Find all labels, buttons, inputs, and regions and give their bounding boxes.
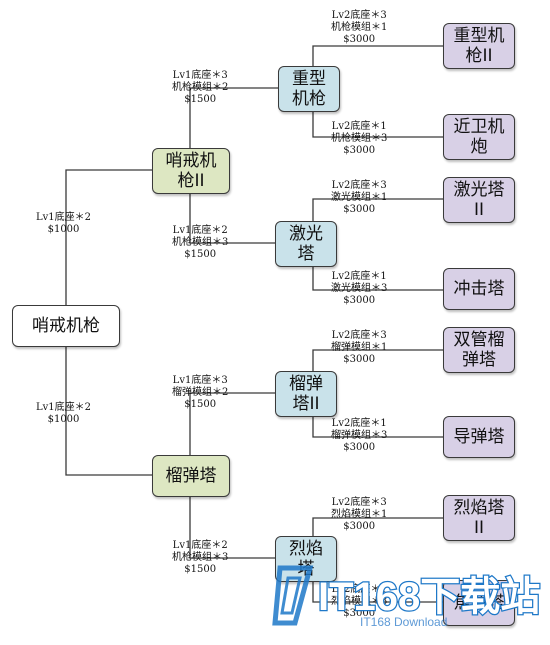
- node-twin-mortar-tower: 双管榴 弹塔: [443, 327, 515, 373]
- node-tar-tower: 焦油塔: [443, 580, 515, 626]
- watermark-subtext: IT168 Download: [360, 615, 448, 629]
- node-impact-tower: 冲击塔: [443, 268, 515, 310]
- node-flame-tower-ii: 烈焰塔 II: [443, 495, 515, 541]
- cost-label-sentry-gun-ii: Lv1底座＊2$1000: [36, 212, 92, 235]
- node-sentry-gun-ii: 哨戒机 枪II: [152, 148, 230, 194]
- node-flame-tower: 烈焰 塔: [275, 536, 337, 582]
- node-mortar-tower: 榴弹塔: [152, 455, 230, 497]
- node-heavy-machine-gun: 重型 机枪: [278, 66, 340, 112]
- node-laser-tower-ii: 激光塔 II: [443, 177, 515, 223]
- node-sentry-gun: 哨戒机枪: [12, 305, 120, 347]
- node-close-in-cannon: 近卫机 炮: [443, 114, 515, 160]
- cost-label-mortar-tower: Lv1底座＊2$1000: [36, 402, 92, 425]
- node-mortar-tower-ii: 榴弹 塔II: [275, 371, 337, 417]
- node-missile-tower: 导弹塔: [443, 416, 515, 458]
- node-heavy-machine-gun-ii: 重型机 枪II: [443, 23, 515, 69]
- node-laser-tower: 激光 塔: [275, 221, 337, 267]
